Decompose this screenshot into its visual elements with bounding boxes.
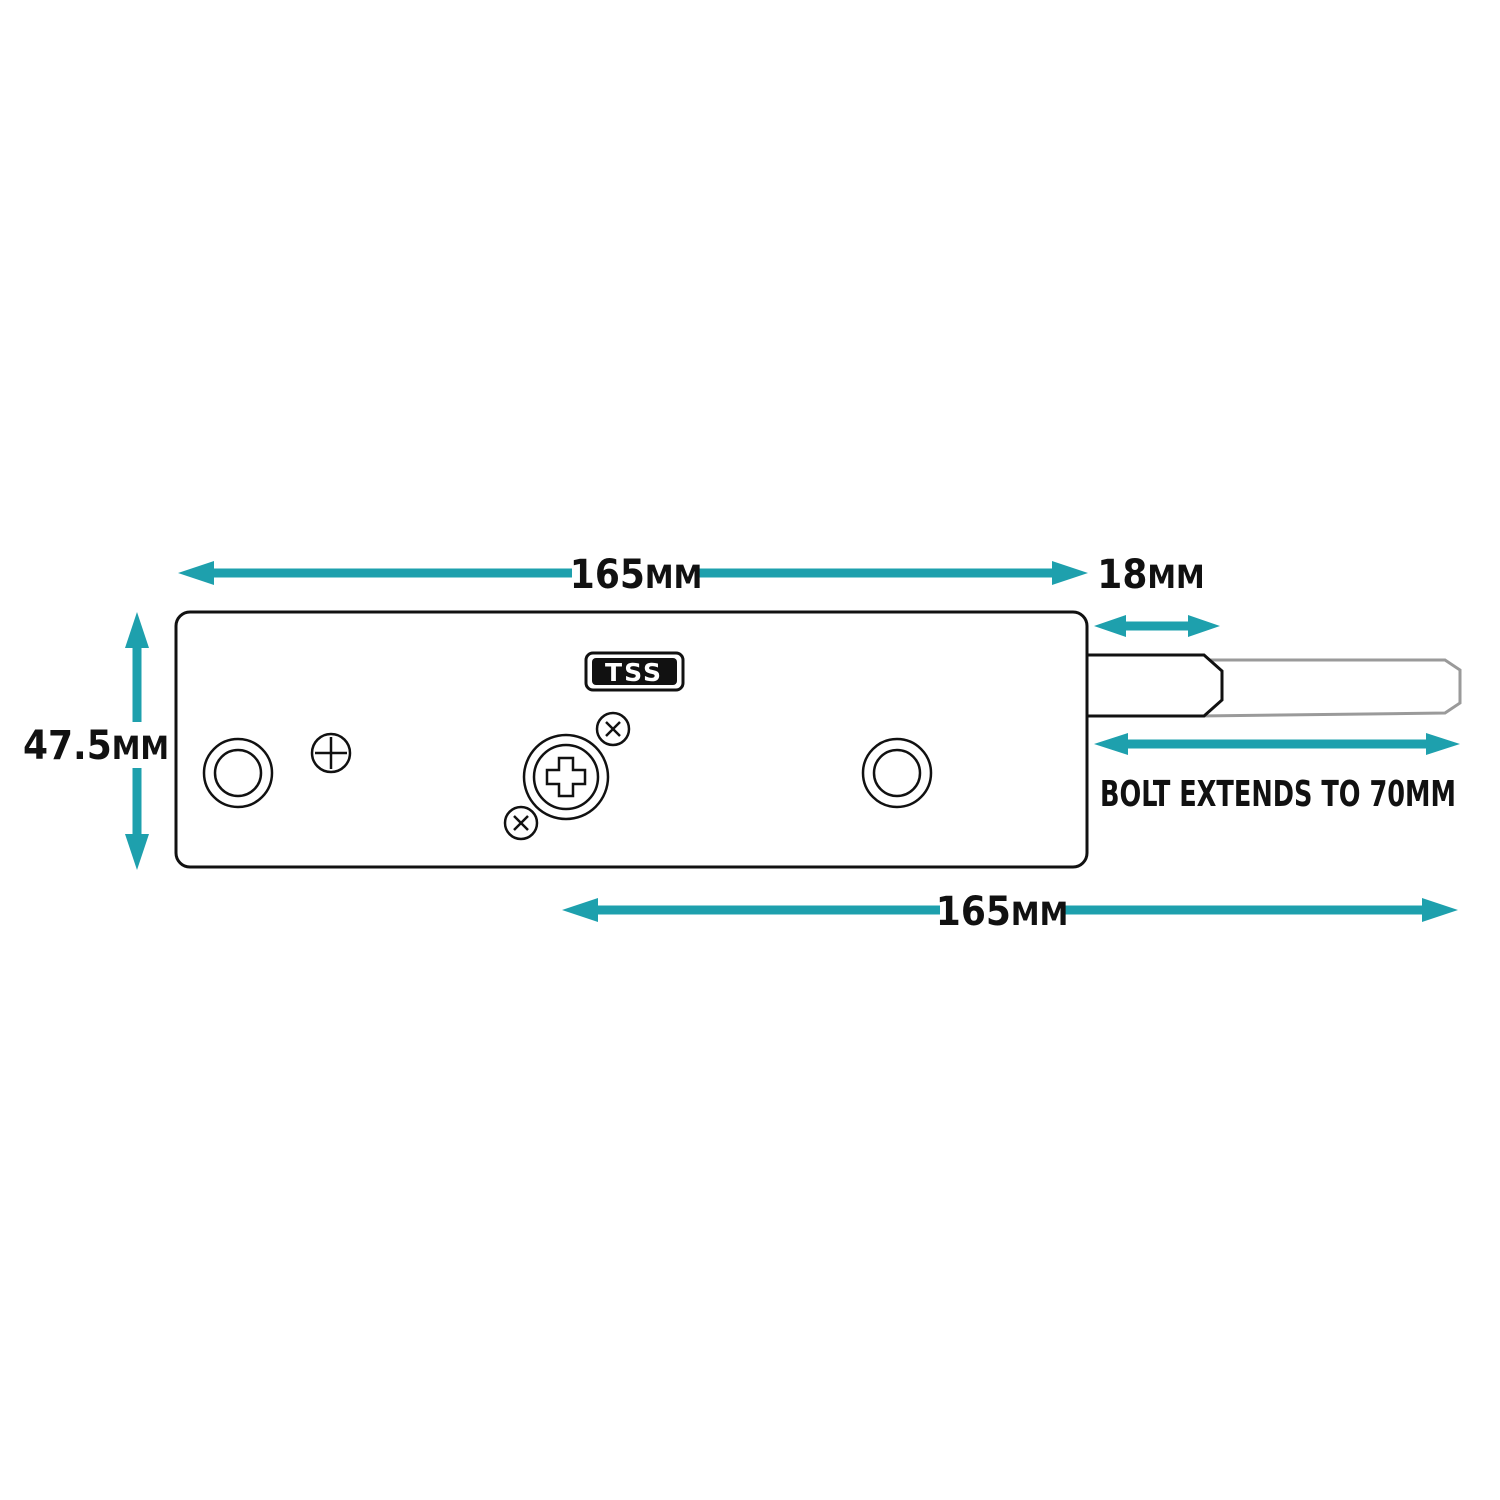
extended-bolt-outline bbox=[1198, 658, 1462, 718]
logo-text: TSS bbox=[605, 658, 663, 687]
ring-icon bbox=[202, 737, 274, 809]
svg-text:165MM: 165MM bbox=[570, 552, 702, 598]
dimension-unit: MM bbox=[112, 729, 169, 767]
ring-icon bbox=[861, 737, 933, 809]
dimension-value: 47.5 bbox=[23, 723, 112, 769]
svg-text:47.5MM: 47.5MM bbox=[23, 723, 169, 769]
dimension-value: 18 bbox=[1097, 552, 1147, 598]
dimension-value: 165 bbox=[570, 552, 645, 598]
dimension-body-height: 47.5MM bbox=[23, 612, 169, 870]
bolt-extension-label: BOLT EXTENDS TO 70MM bbox=[1100, 774, 1456, 815]
bolt bbox=[1084, 653, 1224, 718]
plus-icon bbox=[522, 733, 610, 821]
faceplate bbox=[174, 610, 1089, 869]
x-screw-icon bbox=[503, 805, 539, 841]
dimension-unit: MM bbox=[1147, 558, 1204, 596]
cross-screw-icon bbox=[310, 732, 352, 774]
tss-logo: TSS bbox=[584, 651, 685, 692]
dimension-bolt-length: 18MM bbox=[1094, 552, 1220, 637]
svg-text:18MM: 18MM bbox=[1097, 552, 1204, 598]
dimension-total-length: 165MM bbox=[562, 889, 1458, 935]
lock-body bbox=[174, 610, 1462, 869]
dimension-unit: MM bbox=[1011, 895, 1068, 933]
x-screw-icon bbox=[595, 711, 631, 747]
dimension-value: 165 bbox=[936, 889, 1011, 935]
dimension-bolt-extension: BOLT EXTENDS TO 70MM bbox=[1094, 733, 1460, 815]
dimension-unit: MM bbox=[645, 558, 702, 596]
svg-text:165MM: 165MM bbox=[936, 889, 1068, 935]
dimension-body-length: 165MM bbox=[178, 552, 1088, 598]
